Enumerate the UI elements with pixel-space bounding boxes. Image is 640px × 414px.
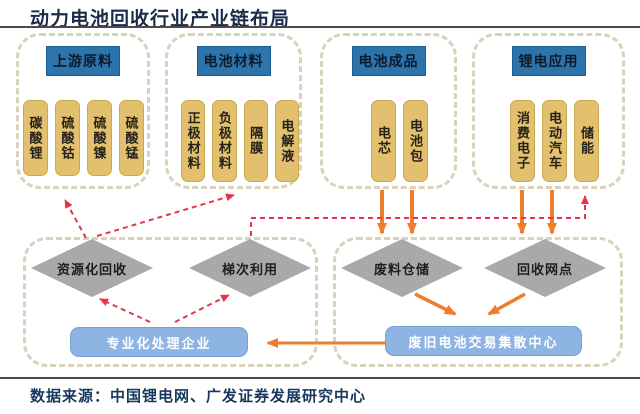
data-source-note: 数据来源：中国锂电网、广发证券发展研究中心 xyxy=(30,389,367,405)
divider-top xyxy=(0,26,640,28)
arrow-recycling-to-materials xyxy=(96,193,235,237)
page-title: 动力电池回收行业产业链布局 xyxy=(30,9,291,30)
group-battery-products: 电池成品 电芯 电池包 xyxy=(320,33,457,189)
chip-label: 电池包 xyxy=(408,118,423,164)
chip-consumer-electronics: 消费电子 xyxy=(510,100,535,182)
group-items-applications: 消费电子 电动汽车 储能 xyxy=(475,100,622,182)
chip-manganese-sulfate: 硫酸锰 xyxy=(118,100,144,176)
chip-cathode-material: 正极材料 xyxy=(181,100,206,182)
chip-label: 电芯 xyxy=(376,126,391,156)
chip-battery-pack: 电池包 xyxy=(403,100,428,182)
group-battery-materials: 电池材料 正极材料 负极材料 隔膜 电解液 xyxy=(165,33,302,189)
chip-lithium-carbonate: 碳酸锂 xyxy=(22,100,48,176)
chip-label: 硫酸镍 xyxy=(91,115,107,161)
arrow-recycling-to-upstream xyxy=(64,199,87,239)
chip-cobalt-sulfate: 硫酸钴 xyxy=(54,100,80,176)
chip-label: 硫酸钴 xyxy=(59,115,75,161)
group-items-products: 电芯 电池包 xyxy=(323,100,454,182)
chip-nickel-sulfate: 硫酸镍 xyxy=(86,100,112,176)
chip-label: 硫酸锰 xyxy=(123,115,139,161)
chip-anode-material: 负极材料 xyxy=(212,100,237,182)
chip-energy-storage: 储能 xyxy=(574,100,599,182)
container-storage-network xyxy=(333,237,623,367)
group-header-upstream: 上游原料 xyxy=(46,46,120,76)
chip-label: 储能 xyxy=(579,126,594,156)
chip-label: 正极材料 xyxy=(185,111,201,171)
group-applications: 锂电应用 消费电子 电动汽车 储能 xyxy=(472,33,625,189)
entity-specialized-processing: 专业化处理企业 xyxy=(70,327,248,357)
chip-label: 隔膜 xyxy=(248,126,264,156)
entity-trading-center: 废旧电池交易集散中心 xyxy=(385,326,582,356)
divider-bottom xyxy=(0,377,640,379)
container-recycling-utilization xyxy=(23,237,318,367)
group-header-products: 电池成品 xyxy=(351,46,426,76)
chip-label: 电解液 xyxy=(279,118,295,164)
group-upstream-materials: 上游原料 碳酸锂 硫酸钴 硫酸镍 硫酸锰 xyxy=(16,33,150,189)
chip-label: 负极材料 xyxy=(216,111,232,171)
group-items-materials: 正极材料 负极材料 隔膜 电解液 xyxy=(168,100,299,182)
arrow-cascade-to-applications xyxy=(250,195,589,236)
chip-separator: 隔膜 xyxy=(243,100,268,182)
chip-label: 消费电子 xyxy=(515,111,530,171)
group-header-applications: 锂电应用 xyxy=(511,46,586,76)
chip-electrolyte: 电解液 xyxy=(274,100,299,182)
chip-label: 电动汽车 xyxy=(547,111,562,171)
chip-battery-cell: 电芯 xyxy=(371,100,396,182)
chip-label: 碳酸锂 xyxy=(27,115,43,161)
group-items-upstream: 碳酸锂 硫酸钴 硫酸镍 硫酸锰 xyxy=(19,100,147,176)
chip-electric-vehicles: 电动汽车 xyxy=(542,100,567,182)
group-header-materials: 电池材料 xyxy=(196,46,271,76)
